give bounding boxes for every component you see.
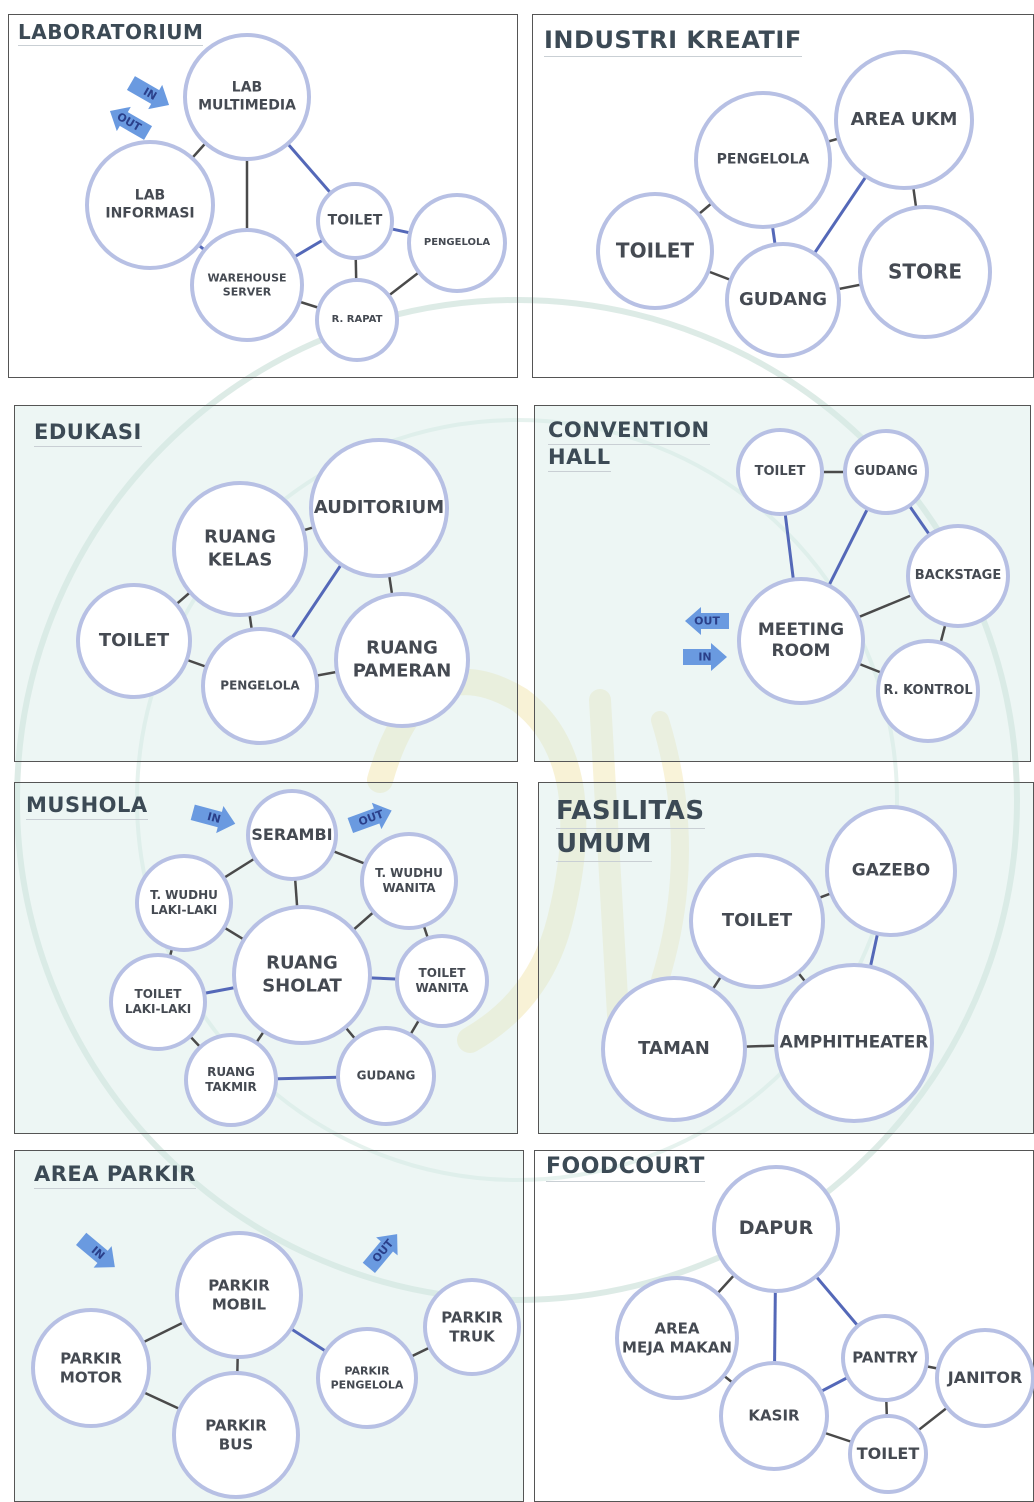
node-circle-parkir-pengelola	[316, 1327, 418, 1429]
arrow-out-icon	[685, 607, 729, 635]
node-circle-gudang	[725, 242, 841, 358]
node-circle-ruang-kelas	[172, 481, 308, 617]
node-circle-parkir-bus	[172, 1371, 300, 1499]
panel-title-foodcourt: FOODCOURT	[546, 1154, 705, 1183]
node-circle-toilet-laki	[109, 953, 207, 1051]
panel-title-line: INDUSTRI KREATIF	[544, 26, 802, 57]
node-circle-gudang	[843, 429, 929, 515]
panel-title-line: EDUKASI	[34, 420, 142, 448]
node-circle-toilet	[76, 583, 192, 699]
node-circle-area-ukm	[834, 50, 974, 190]
diagram-convention-hall	[683, 428, 1010, 743]
diagram-edukasi	[76, 438, 470, 745]
arrow-label-in: IN	[698, 650, 712, 664]
node-circle-area-meja-makan	[615, 1276, 739, 1400]
diagram-industri-kreatif	[596, 50, 992, 358]
arrow-in-icon	[190, 804, 236, 834]
arrow-out-icon	[362, 1234, 398, 1273]
diagram-foodcourt	[615, 1165, 1034, 1494]
node-circle-toilet	[736, 428, 824, 516]
node-circle-amphitheater	[774, 963, 934, 1123]
node-circle-warehouse-server	[190, 228, 304, 342]
node-circle-toilet-wanita	[395, 934, 489, 1028]
node-circle-r-kontrol	[876, 639, 980, 743]
node-circle-serambi	[246, 789, 338, 881]
panel-title-line: HALL	[548, 445, 611, 473]
node-circle-toilet	[848, 1414, 928, 1494]
node-circle-gudang	[336, 1026, 436, 1126]
node-circle-parkir-motor	[31, 1308, 151, 1428]
node-circle-lab-informasi	[85, 140, 215, 270]
arrow-label-out: OUT	[694, 614, 720, 628]
node-circle-parkir-mobil	[175, 1231, 303, 1359]
node-circle-r-rapat	[315, 278, 399, 362]
panel-laboratorium	[8, 14, 518, 378]
node-circle-janitor	[935, 1328, 1034, 1428]
panel-title-industri-kreatif: INDUSTRI KREATIF	[544, 26, 802, 57]
arrow-in-icon	[683, 643, 727, 671]
panel-title-line: CONVENTION	[548, 418, 710, 446]
node-circle-kasir	[719, 1361, 829, 1471]
panel-title-line: MUSHOLA	[26, 793, 148, 821]
node-circle-dapur	[712, 1165, 840, 1293]
diagram-mushola	[109, 789, 489, 1127]
diagram-fasilitas-umum	[601, 805, 957, 1123]
node-circle-meeting-room	[737, 577, 865, 705]
node-circle-toilet	[689, 853, 825, 989]
node-circle-t-wudhu-laki	[135, 854, 233, 952]
panel-title-line: FASILITAS	[556, 796, 705, 830]
node-circle-auditorium	[309, 438, 449, 578]
node-circle-pengelola	[201, 627, 319, 745]
arrow-out-icon	[109, 106, 153, 140]
node-circle-pengelola	[407, 193, 507, 293]
node-circle-parkir-truk	[423, 1278, 521, 1376]
node-circle-pengelola	[694, 91, 832, 229]
arrow-in-icon	[126, 76, 170, 110]
panel-title-area-parkir: AREA PARKIR	[34, 1162, 196, 1190]
node-circle-t-wudhu-wanita	[360, 832, 458, 930]
arrow-in-icon	[76, 1232, 115, 1268]
node-circle-backstage	[906, 524, 1010, 628]
panel-title-line: LABORATORIUM	[18, 20, 204, 46]
panel-title-line: UMUM	[556, 829, 652, 863]
node-circle-toilet	[316, 182, 394, 260]
diagram-laboratorium	[85, 33, 507, 362]
node-circle-ruang-takmir	[184, 1033, 278, 1127]
node-circle-ruang-sholat	[232, 905, 372, 1045]
arrow-out-icon	[347, 802, 392, 834]
panel-title-mushola: MUSHOLA	[26, 793, 148, 821]
node-circle-gazebo	[825, 805, 957, 937]
panel-title-edukasi: EDUKASI	[34, 420, 142, 448]
panel-title-line: FOODCOURT	[546, 1154, 705, 1183]
node-circle-pantry	[841, 1314, 929, 1402]
node-circle-taman	[601, 976, 747, 1122]
panel-title-laboratorium: LABORATORIUM	[18, 20, 204, 46]
diagram-area-parkir	[31, 1231, 521, 1499]
panel-title-line: AREA PARKIR	[34, 1162, 196, 1190]
node-circle-store	[858, 205, 992, 339]
node-circle-toilet	[596, 192, 714, 310]
node-circle-ruang-pameran	[334, 592, 470, 728]
node-circle-lab-multimedia	[183, 33, 311, 161]
